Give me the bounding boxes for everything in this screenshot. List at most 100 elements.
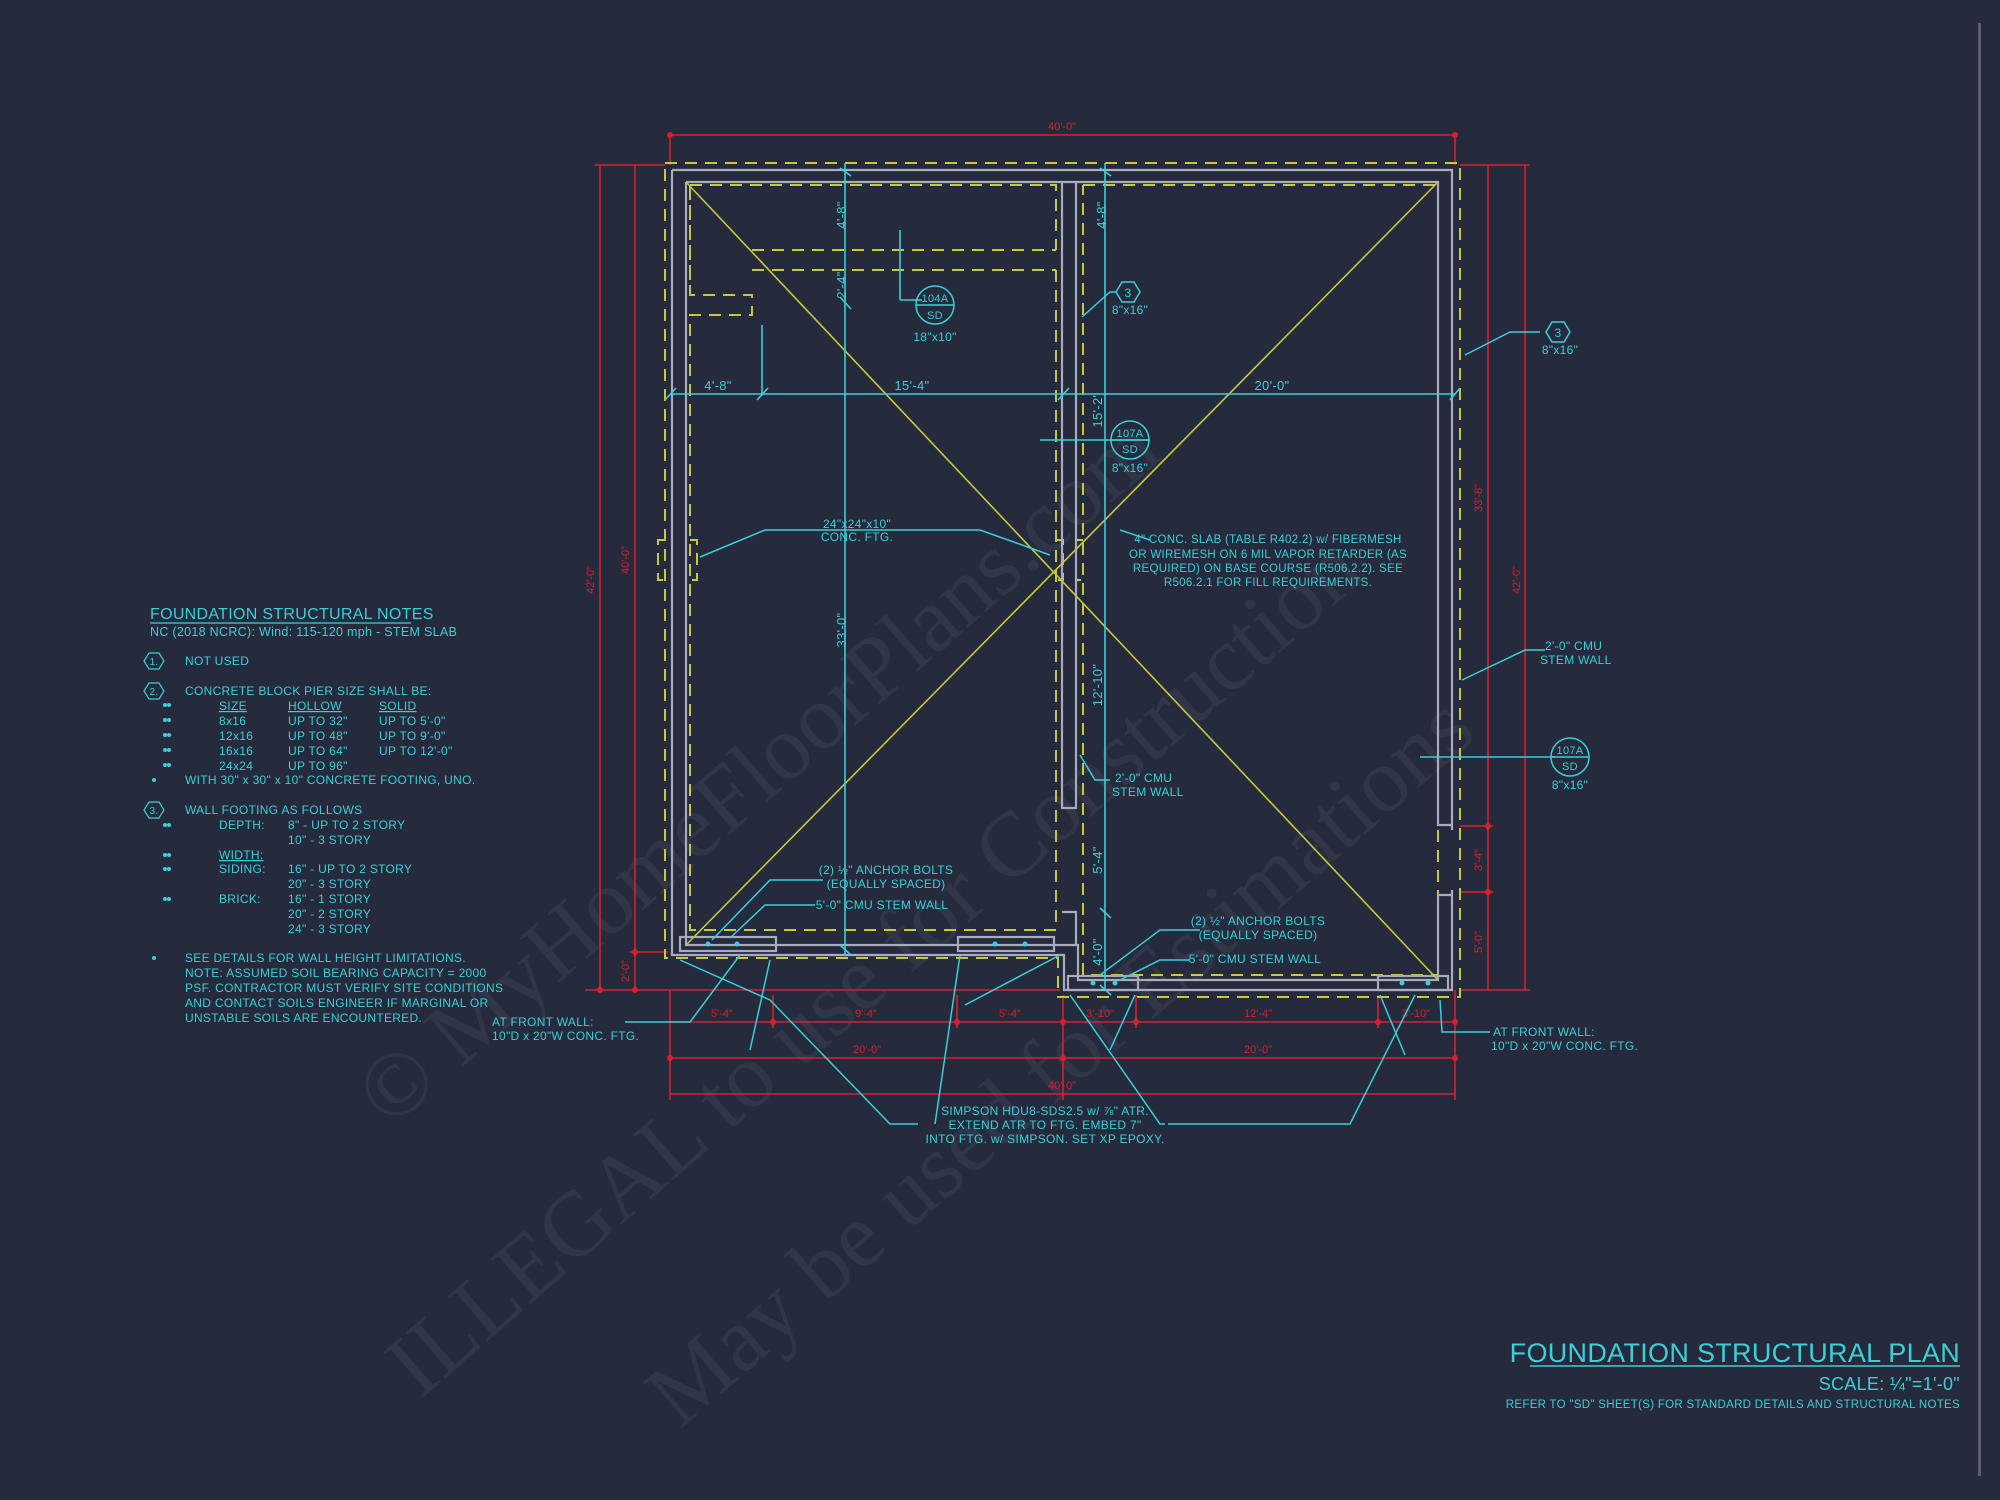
dim-h-left: 4'-8": [704, 378, 731, 393]
depth-1: 8" - UP TO 2 STORY: [288, 818, 405, 832]
callout-107a-center-num: 107A: [1117, 428, 1144, 440]
pier-row-4-hollow: UP TO 96": [288, 759, 348, 773]
dim-h-mid: 15'-4": [895, 378, 930, 393]
pier-tag-3-center-num: 3: [1125, 286, 1132, 300]
dim-bottom-overall: 40'-0": [1048, 1080, 1076, 1092]
dim-right-v1: 15'-2": [1090, 392, 1105, 427]
dim-right-upper: 33'-8": [1473, 484, 1485, 512]
dim-right-v4: 4'-0": [1090, 938, 1105, 965]
general-note-2: NOTE: ASSUMED SOIL BEARING CAPACITY = 20…: [185, 966, 486, 980]
stem-wall-right-line-2: STEM WALL: [1540, 653, 1612, 667]
callout-107a-right[interactable]: 107A SD 8"x16": [1550, 737, 1590, 792]
dim-left-inner: 40'-0": [620, 546, 632, 574]
width-label: WIDTH:: [219, 848, 263, 862]
note-1-text: NOT USED: [185, 654, 249, 668]
callout-104a[interactable]: 104A SD 18"x10": [913, 285, 956, 344]
pier-tag-3-right[interactable]: 3 8"x16": [1542, 321, 1578, 357]
slab-note-line-3: REQUIRED) ON BASE COURSE (R506.2.2). SEE: [1133, 563, 1403, 575]
stem-wall-center-line-1: 2'-0" CMU: [1115, 771, 1172, 785]
general-note-5: UNSTABLE SOILS ARE ENCOUNTERED.: [185, 1011, 422, 1025]
pier-footing-note: WITH 30" x 30" x 10" CONCRETE FOOTING, U…: [185, 773, 475, 787]
general-note-3: PSF. CONTRACTOR MUST VERIFY SITE CONDITI…: [185, 981, 503, 995]
sheet-scale: SCALE: ¼"=1'-0": [1819, 1374, 1960, 1394]
ftg-note-line-2: CONC. FTG.: [821, 530, 893, 544]
dim-left-tall-v: 33'-0": [834, 612, 849, 647]
pier-tag-3-right-size: 8"x16": [1542, 343, 1578, 357]
bullet-dots: [152, 703, 171, 960]
pier-tag-3-center[interactable]: 3 8"x16": [1112, 281, 1148, 317]
pier-row-3-solid: UP TO 12'-0": [379, 744, 453, 758]
siding-1: 16" - UP TO 2 STORY: [288, 862, 412, 876]
note-2-text: CONCRETE BLOCK PIER SIZE SHALL BE:: [185, 684, 432, 698]
pier-row-3-size: 16x16: [219, 744, 253, 758]
stem5-right: 5'-0" CMU STEM WALL: [1189, 952, 1322, 966]
anchor-bolts: [705, 941, 1431, 986]
callout-107a-right-sheet: SD: [1562, 761, 1578, 773]
depth-label: DEPTH:: [219, 818, 265, 832]
simpson-line-2: EXTEND ATR TO FTG. EMBED 7": [948, 1118, 1141, 1132]
callout-104a-size: 18"x10": [913, 330, 956, 344]
dim-bottom-right: 20'-0": [1244, 1044, 1272, 1056]
note-2-hex-icon: [143, 682, 165, 700]
pier-size-table: SIZE HOLLOW SOLID 8x16 UP TO 32" UP TO 5…: [219, 699, 453, 773]
dim-seg-6: 3'-10": [1402, 1008, 1430, 1020]
dim-left-outer: 42'-0": [585, 566, 597, 594]
ftg-note-line-1: 24"x24"x10": [823, 517, 891, 531]
dim-seg-1: 5'-4": [711, 1008, 733, 1020]
slab-note-line-1: 4" CONC. SLAB (TABLE R402.2) w/ FIBERMES…: [1134, 534, 1401, 546]
front-left-line-1: AT FRONT WALL:: [492, 1015, 594, 1029]
dim-bottom-left: 20'-0": [853, 1044, 881, 1056]
pier-row-1-solid: UP TO 5'-0": [379, 714, 446, 728]
callout-107a-right-size: 8"x16": [1552, 778, 1588, 792]
walls: [670, 168, 1454, 992]
front-right-line-2: 10"D x 20"W CONC. FTG.: [1491, 1039, 1638, 1053]
note-2-tag: 2.: [150, 687, 159, 698]
callout-107a-right-num: 107A: [1557, 745, 1584, 757]
pier-row-2-size: 12x16: [219, 729, 253, 743]
slab-note-line-2: OR WIREMESH ON 6 MIL VAPOR RETARDER (AS: [1129, 549, 1407, 561]
dim-right-v3: 5'-4": [1090, 846, 1105, 873]
anchor-right-line-1: (2) ½" ANCHOR BOLTS: [1191, 914, 1325, 928]
dimension-labels: 40'-0" 40'-0" 20'-0" 20'-0" 5'-4" 9'-4" …: [585, 121, 1523, 1092]
callout-107a-center-size: 8"x16": [1112, 461, 1148, 475]
front-left-line-2: 10"D x 20"W CONC. FTG.: [492, 1029, 639, 1043]
pier-row-1-hollow: UP TO 32": [288, 714, 348, 728]
dimension-ticks: [597, 132, 1491, 1061]
interior-dimension-labels: 4'-8" 15'-4" 20'-0" 4'-8" 4'-8" 2'-4" 33…: [704, 201, 1289, 965]
brick-3: 24" - 3 STORY: [288, 922, 371, 936]
notes-subtitle: NC (2018 NCRC): Wind: 115-120 mph - STEM…: [150, 625, 457, 639]
note-3-hex-icon: [143, 801, 165, 819]
stem-wall-right-line-1: 2'-0" CMU: [1545, 639, 1602, 653]
dim-seg-4: 3'-10": [1086, 1008, 1114, 1020]
dim-h-right: 20'-0": [1255, 378, 1290, 393]
stem-wall-center-line-2: STEM WALL: [1112, 785, 1184, 799]
anchor-left-line-2: (EQUALLY SPACED): [827, 877, 946, 891]
simpson-line-3: INTO FTG. w/ SIMPSON. SET XP EPOXY.: [925, 1132, 1164, 1146]
pier-row-1-size: 8x16: [219, 714, 246, 728]
callout-107a-center[interactable]: 107A SD 8"x16": [1110, 420, 1150, 475]
dim-seg-3: 5'-4": [999, 1008, 1021, 1020]
notes-title: FOUNDATION STRUCTURAL NOTES: [150, 606, 434, 623]
dim-seg-5: 12'-4": [1244, 1008, 1272, 1020]
pier-row-4-size: 24x24: [219, 759, 253, 773]
pier-row-2-hollow: UP TO 48": [288, 729, 348, 743]
slab-note-line-4: R506.2.1 FOR FILL REQUIREMENTS.: [1164, 577, 1372, 589]
interior-dimensions: [664, 163, 1555, 996]
brick-label: BRICK:: [219, 892, 261, 906]
note-1-hex-icon: [143, 652, 165, 670]
general-note-4: AND CONTACT SOILS ENGINEER IF MARGINAL O…: [185, 996, 488, 1010]
pier-row-2-solid: UP TO 9'-0": [379, 729, 446, 743]
front-right-line-1: AT FRONT WALL:: [1493, 1025, 1595, 1039]
pier-tag-3-center-size: 8"x16": [1112, 303, 1148, 317]
dim-left-small: 2'-0": [620, 960, 632, 982]
pier-row-3-hollow: UP TO 64": [288, 744, 348, 758]
note-1-tag: 1.: [150, 657, 159, 668]
sheet-title: FOUNDATION STRUCTURAL PLAN: [1510, 1338, 1960, 1368]
slab-diagonals: [685, 181, 1439, 981]
dim-top-left-v: 4'-8": [834, 201, 849, 228]
stem5-left: 5'-0" CMU STEM WALL: [816, 898, 949, 912]
pier-header-hollow: HOLLOW: [288, 699, 342, 713]
brick-1: 16" - 1 STORY: [288, 892, 371, 906]
dim-seg-2: 9'-4": [855, 1008, 877, 1020]
simpson-line-1: SIMPSON HDU8-SDS2.5 w/ ⅞" ATR.: [941, 1104, 1149, 1118]
